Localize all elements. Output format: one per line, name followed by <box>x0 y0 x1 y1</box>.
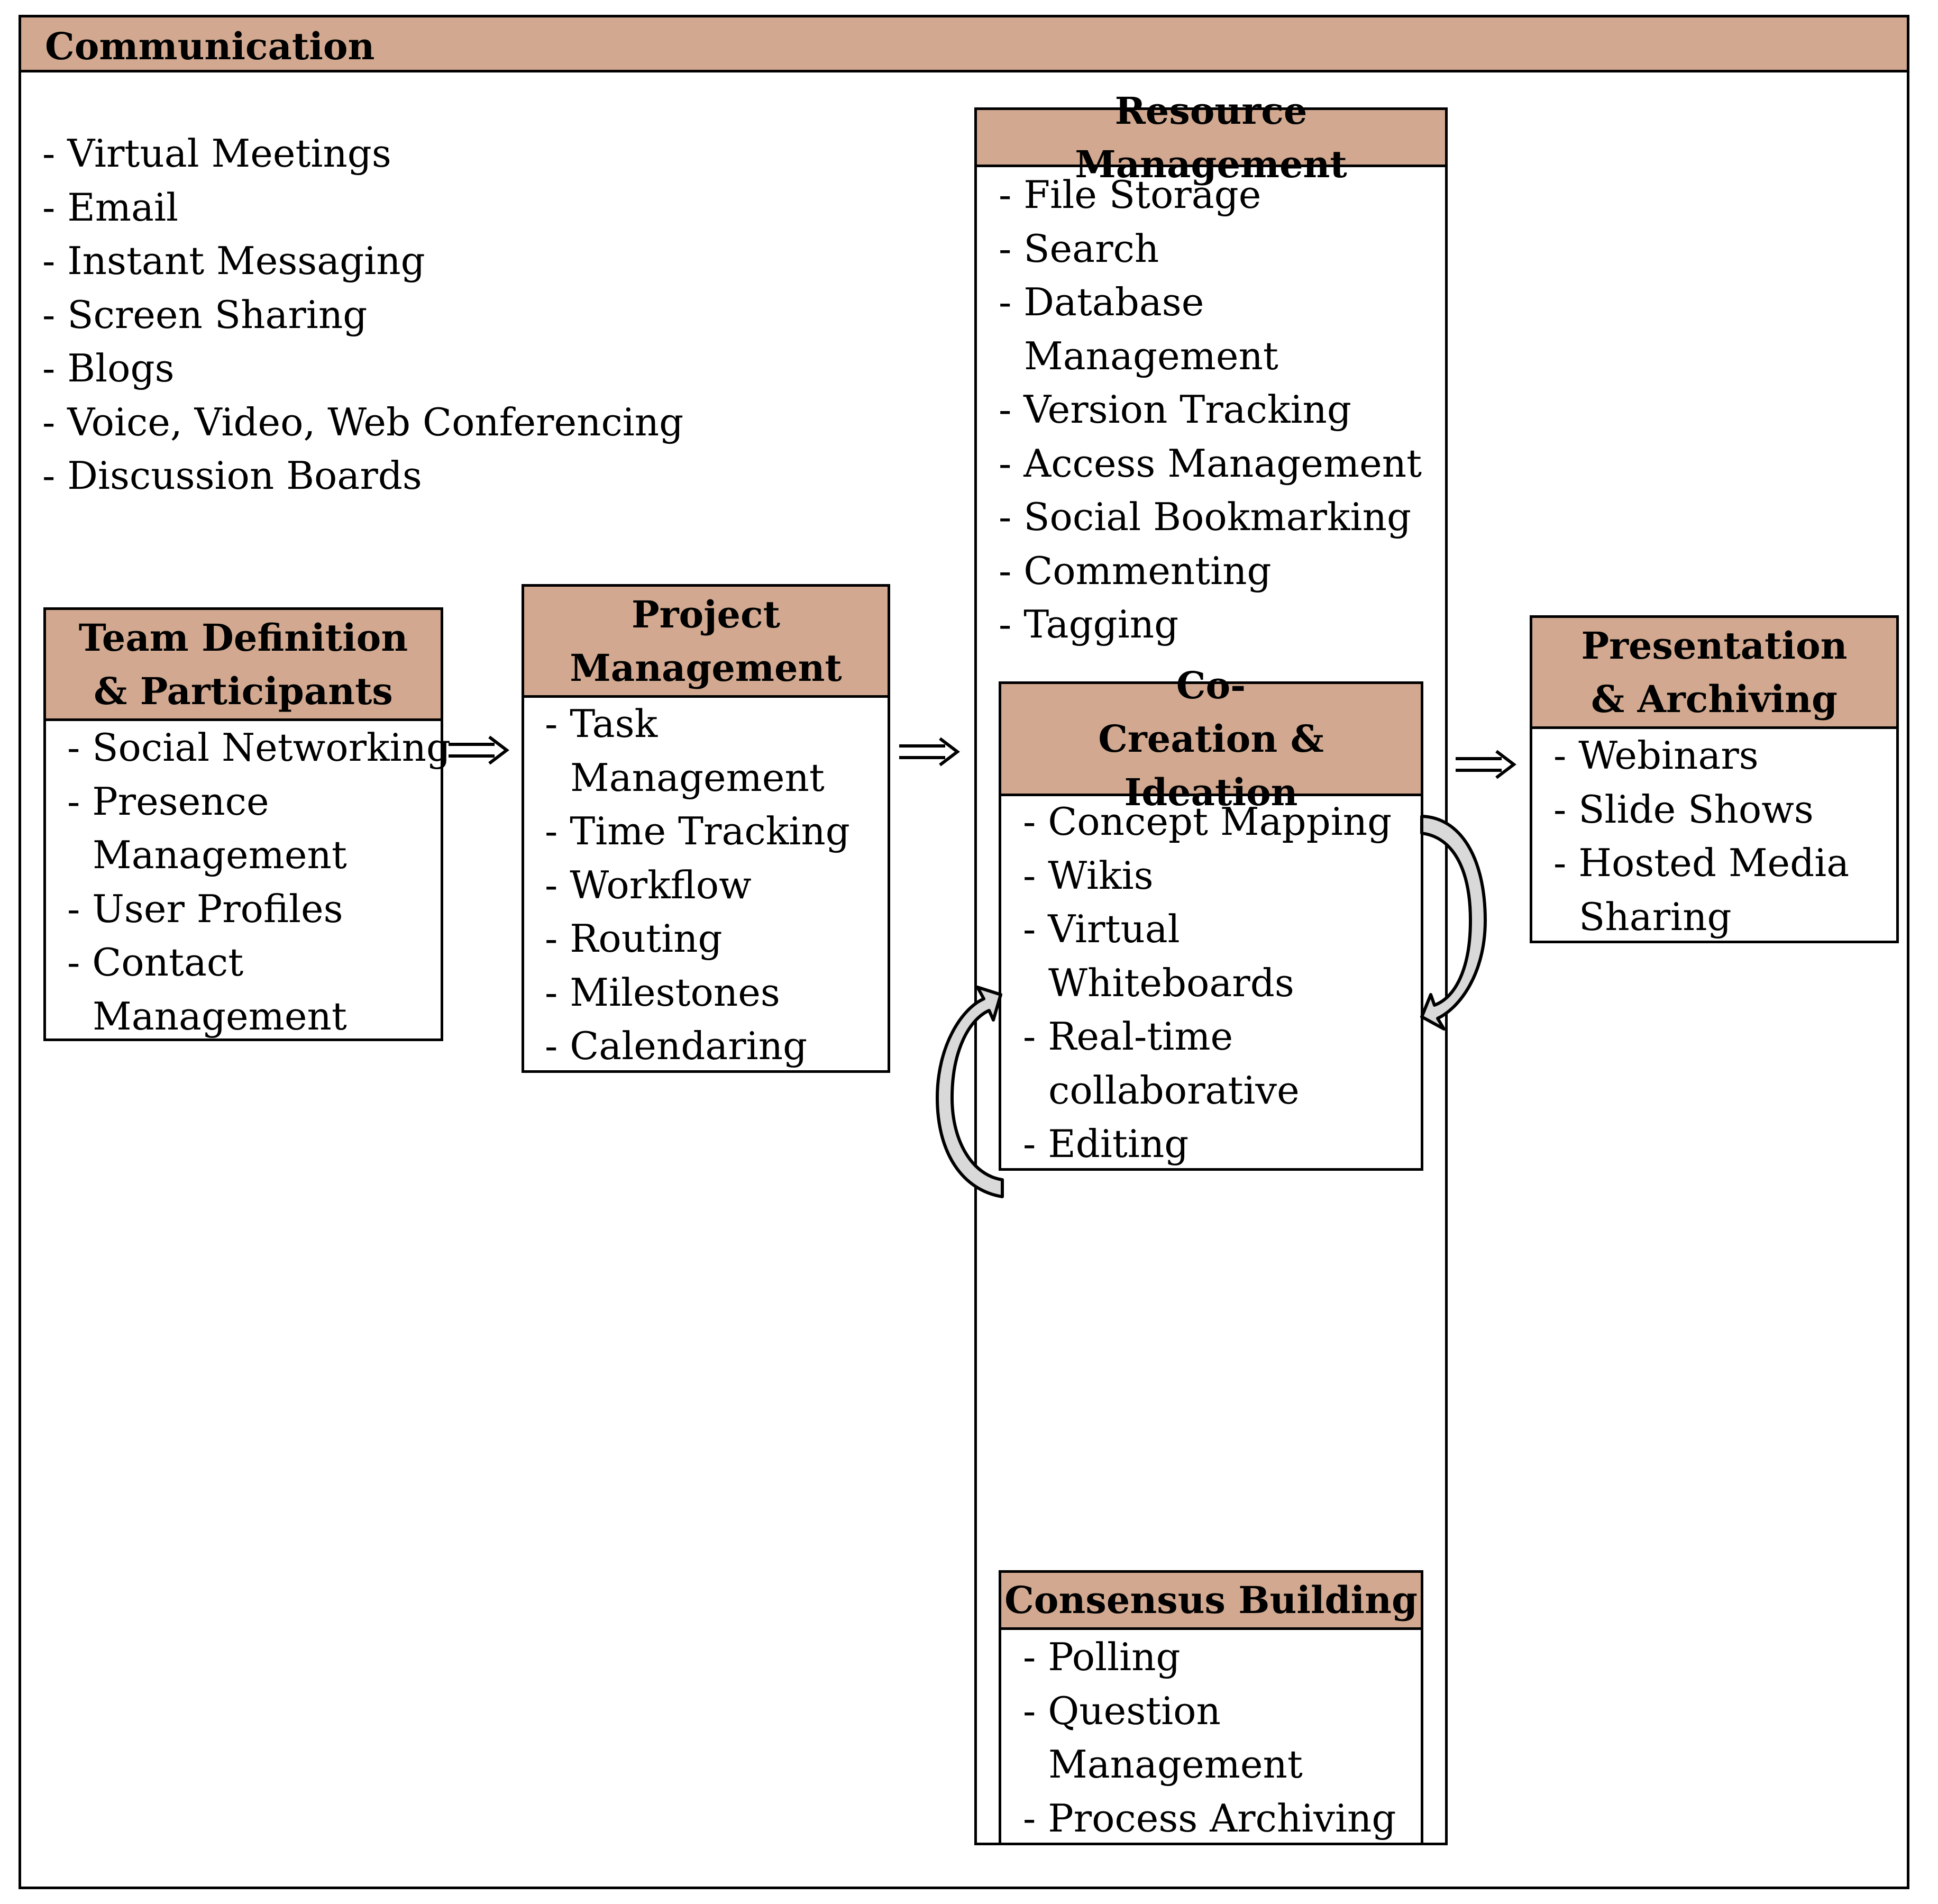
list-item: - Milestones <box>545 970 780 1015</box>
co-creation-list: - Concept Mapping - Wikis - Virtual Whit… <box>1023 795 1392 1171</box>
list-item: - Discussion Boards <box>42 453 422 498</box>
communication-title: Communication <box>45 24 375 68</box>
list-item: - Screen Sharing <box>42 292 368 337</box>
list-item: - Social Bookmarking <box>999 495 1412 539</box>
list-item: - Commenting <box>999 548 1272 593</box>
list-item-continuation: Whiteboards <box>1048 960 1294 1005</box>
list-item: - Email <box>42 185 179 230</box>
list-item: - Social Networking <box>67 725 451 770</box>
list-item: - Real-time <box>1023 1014 1233 1059</box>
list-item: - Wikis <box>1023 853 1154 898</box>
list-item: - Slide Shows <box>1553 787 1814 832</box>
list-item: - Access Management <box>999 441 1422 486</box>
project-management-box: Project Management <box>522 584 890 1073</box>
list-item: - Voice, Video, Web Conferencing <box>42 399 684 444</box>
team-definition-header: Team Definition & Participants <box>46 610 441 721</box>
resource-management-box: Resource Management <box>974 89 1448 1845</box>
team-definition-list: - Social Networking - Presence Managemen… <box>67 721 451 1043</box>
consensus-building-header: Consensus Building <box>1001 1573 1421 1630</box>
list-item: - Concept Mapping <box>1023 799 1392 844</box>
team-definition-box: Team Definition & Participants <box>43 607 443 1041</box>
list-item: - Virtual <box>1023 907 1180 951</box>
list-item: - Hosted Media <box>1553 841 1850 885</box>
list-item-continuation: Sharing <box>1579 894 1732 939</box>
project-management-list: - Task Management - Time Tracking - Work… <box>545 697 850 1073</box>
double-arrow-icon <box>899 737 960 767</box>
list-item-continuation: Management <box>1024 333 1278 378</box>
list-item: - Virtual Meetings <box>42 131 391 176</box>
list-item: - Database <box>999 280 1204 324</box>
consensus-building-list: - Polling - Question Management - Proces… <box>1023 1630 1396 1845</box>
list-item: - Calendaring <box>545 1024 808 1068</box>
list-item-continuation: Management <box>93 833 347 877</box>
list-item: - Editing <box>1023 1122 1189 1166</box>
list-item: - Workflow <box>545 862 752 907</box>
list-item: - User Profiles <box>67 886 343 931</box>
curved-arrow-icon <box>936 986 1004 1198</box>
resource-management-list: - File Storage - Search - Database Manag… <box>999 168 1422 652</box>
double-arrow-icon <box>1456 750 1516 779</box>
list-item: - Polling <box>1023 1635 1181 1679</box>
communication-list: - Virtual Meetings - Email - Instant Mes… <box>42 127 683 503</box>
presentation-archiving-list: - Webinars - Slide Shows - Hosted Media … <box>1553 729 1849 944</box>
list-item: - Time Tracking <box>545 809 850 853</box>
consensus-building-box: Consensus Building <box>999 1570 1423 1845</box>
list-item: - Webinars <box>1553 733 1759 778</box>
presentation-archiving-header: Presentation & Archiving <box>1532 618 1896 729</box>
list-item: - Tagging <box>999 602 1179 646</box>
list-item: - Task <box>545 702 658 746</box>
list-item: - Instant Messaging <box>42 239 425 283</box>
list-item-continuation: Management <box>1048 1742 1303 1787</box>
list-item: - Version Tracking <box>999 387 1352 432</box>
project-management-header: Project Management <box>524 587 888 698</box>
curved-arrow-icon <box>1420 815 1487 1031</box>
co-creation-box: Co-Creation & Ideation <box>999 663 1423 1171</box>
list-item: - Search <box>999 226 1159 271</box>
list-item-continuation: collaborative <box>1048 1068 1300 1113</box>
double-arrow-icon <box>449 735 509 765</box>
communication-header: Communication <box>21 17 1907 72</box>
communication-frame: Communication <box>19 15 1909 1889</box>
list-item: - Presence <box>67 779 269 824</box>
list-item: - Blogs <box>42 346 175 390</box>
list-item: - Contact <box>67 940 244 985</box>
presentation-archiving-box: Presentation & Archiving <box>1530 615 1899 943</box>
list-item: - Routing <box>545 916 723 961</box>
list-item-continuation: Management <box>93 994 347 1038</box>
list-item: - Question <box>1023 1688 1221 1733</box>
list-item: - File Storage <box>999 172 1261 217</box>
list-item: - Process Archiving <box>1023 1796 1396 1841</box>
list-item-continuation: Management <box>570 755 825 800</box>
